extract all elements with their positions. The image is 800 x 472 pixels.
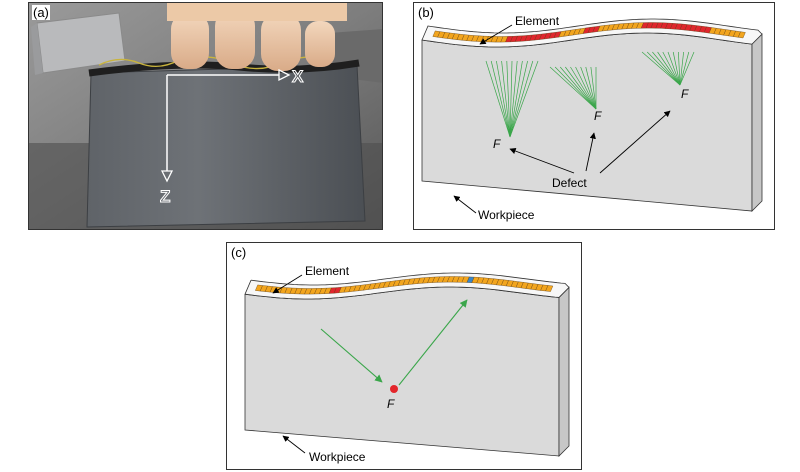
workpiece-block: [244, 272, 570, 457]
hand-top: [167, 3, 347, 21]
finger-3: [261, 13, 301, 71]
panel-c: F Element Workpiece (c): [226, 242, 582, 470]
focal-label-1: F: [493, 137, 501, 151]
panel-a-label: (a): [32, 5, 50, 20]
beam-ray: [585, 66, 597, 110]
beam-ray: [506, 60, 511, 138]
z-axis-label: Z: [160, 187, 170, 206]
element-arrow: [479, 24, 513, 45]
receive-path: [398, 299, 468, 386]
focal-label-2: F: [594, 109, 602, 123]
transducer-elements: [255, 276, 554, 295]
beam-ray: [549, 66, 597, 110]
beam-ray: [509, 60, 534, 138]
workpiece-label: Workpiece: [309, 450, 366, 464]
beam-ray: [678, 51, 681, 86]
focal-label-3: F: [681, 87, 689, 101]
transmit-path: [320, 328, 383, 383]
beam-ray: [509, 60, 539, 138]
beam-ray: [509, 60, 518, 138]
steel-block: [86, 64, 366, 228]
beam-ray: [485, 60, 511, 138]
array-element: [737, 31, 746, 39]
finger-2: [215, 9, 255, 69]
transducer-elements: [432, 22, 746, 43]
beam-ray: [575, 66, 597, 110]
beam-ray: [580, 66, 597, 110]
beam-ray: [679, 51, 695, 86]
beam-ray: [565, 66, 597, 110]
beam-ray: [559, 66, 597, 110]
element-label: Element: [305, 264, 350, 278]
beam-ray: [509, 60, 528, 138]
workpiece-arrow: [453, 195, 477, 214]
defect-arrow-1: [509, 148, 575, 174]
finger-4: [305, 21, 335, 67]
photo-scene: X Z: [29, 3, 382, 229]
array-element: [545, 285, 554, 292]
beam-ray: [490, 60, 511, 138]
workpiece-arrow: [282, 435, 306, 454]
beam-ray: [667, 51, 681, 86]
beam-ray: [501, 60, 511, 138]
beam-ray: [652, 51, 681, 86]
beam-ray: [679, 51, 684, 86]
beam-ray: [641, 51, 681, 86]
defect-arrow-2: [585, 132, 596, 172]
z-axis-arrowhead: [160, 170, 174, 183]
beam-ray: [657, 51, 681, 86]
beam-ray: [554, 66, 597, 110]
beam-ray: [646, 51, 681, 86]
panel-c-label: (c): [230, 245, 248, 260]
focal-label: F: [387, 397, 395, 411]
beam-ray: [590, 66, 597, 110]
workpiece-label: Workpiece: [478, 208, 535, 222]
diagram-b: Element F F F Defect Workpiece: [421, 14, 763, 222]
panel-b: Element F F F Defect Workpiece (b): [413, 2, 775, 230]
diagram-c: F Element Workpiece: [244, 264, 570, 464]
x-axis-arrowhead: [278, 68, 291, 82]
focal-point: [390, 385, 398, 393]
beam-ray: [672, 51, 681, 86]
beam-ray: [679, 51, 690, 86]
x-axis-label: X: [292, 67, 304, 86]
panel-a: X Z (a): [28, 2, 383, 230]
beam-ray: [662, 51, 681, 86]
workpiece-block: [421, 18, 763, 212]
beam-ray: [496, 60, 511, 138]
panel-b-label: (b): [417, 5, 435, 20]
element-arrow: [272, 274, 303, 294]
transducer-housing-side: [31, 23, 43, 75]
defect-arrow-3: [599, 110, 671, 174]
finger-1: [171, 13, 209, 69]
beam-ray: [509, 60, 513, 138]
defect-label: Defect: [552, 176, 587, 190]
beam-fans: [485, 51, 695, 138]
beam-ray: [509, 60, 523, 138]
beam-ray: [570, 66, 597, 110]
element-label: Element: [515, 14, 560, 28]
